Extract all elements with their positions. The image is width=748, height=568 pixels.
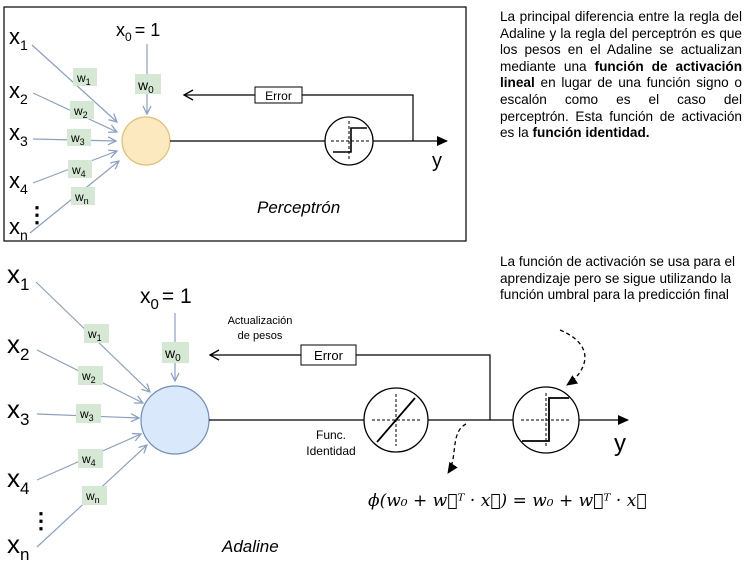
perceptron-input-x2: x2 <box>9 78 28 107</box>
perceptron-weight-bg-n <box>71 187 95 205</box>
adaline-update-label-2: de pesos <box>238 330 283 342</box>
perceptron-error-label: Error <box>265 89 292 103</box>
description-mid: La función de activación se usa para el … <box>500 254 736 303</box>
description-top-part1: La principal diferencia entre la regla d… <box>500 9 742 74</box>
perceptron-frame <box>3 6 467 242</box>
adaline-weight-w1: w1 <box>87 327 102 343</box>
perceptron-title: Perceptrón <box>257 198 340 217</box>
perceptron-weight-w2: w2 <box>73 104 88 120</box>
perceptron-bias-input: x0= 1 <box>116 20 160 44</box>
perceptron-weight-wn: wn <box>74 190 89 206</box>
adaline-vdots: ⋮ <box>30 508 52 533</box>
adaline-title: Adaline <box>221 537 279 556</box>
perceptron-input-x4: x4 <box>9 168 28 197</box>
adaline-weight-bg-n <box>82 486 107 505</box>
perceptron-input-x3: x3 <box>9 120 28 149</box>
perceptron-weight-w0: w0 <box>137 77 154 96</box>
description-top-bold1: función de activación lineal <box>500 58 743 91</box>
adaline-weight-w0: w0 <box>164 345 181 364</box>
adaline-input-xn: xn <box>7 529 29 564</box>
perceptron-weight-w3: w3 <box>70 131 85 147</box>
perceptron-weight-bg-0 <box>135 74 161 94</box>
adaline-weight-w3: w3 <box>79 407 94 423</box>
adaline-sum-node <box>140 385 210 455</box>
adaline-input-x2: x2 <box>7 329 29 364</box>
perceptron-panel: x1 x2 x3 x4 ⋮ xn x0= 1 w1 w2 w3 w4 wn w0 <box>3 6 467 243</box>
adaline-update-label-1: Actualización <box>228 315 293 327</box>
adaline-weight-wn: wn <box>85 489 100 505</box>
perceptron-weight-bg-2 <box>70 101 94 119</box>
adaline-input-x4: x4 <box>7 463 29 498</box>
adaline-func-label-1: Func. <box>316 428 346 442</box>
adaline-weight-bg-4 <box>78 449 103 468</box>
adaline-weight-bg-1 <box>84 324 109 343</box>
adaline-weight-w2: w2 <box>81 369 96 385</box>
adaline-func-label-2: Identidad <box>306 444 355 458</box>
perceptron-weight-w1: w1 <box>76 71 91 87</box>
adaline-input-x3: x3 <box>7 394 29 429</box>
perceptron-vdots: ⋮ <box>26 202 48 227</box>
adaline-step-pointer <box>559 329 586 386</box>
adaline-input-x1: x1 <box>7 259 29 294</box>
perceptron-step-activation <box>324 116 374 166</box>
adaline-formula: ϕ(w₀ + w⃗ᵀ · x⃗) = w₀ + w⃗ᵀ · x⃗ <box>368 491 647 511</box>
adaline-weight-bg-2 <box>78 366 103 385</box>
perceptron-weight-bg-1 <box>73 68 97 86</box>
description-top-bold2: función identidad. <box>532 125 650 141</box>
adaline-output-y: y <box>614 430 626 457</box>
adaline-error-label: Error <box>314 348 344 363</box>
adaline-weight-bg-3 <box>76 404 101 423</box>
adaline-error-box <box>300 344 357 366</box>
adaline-identity-activation <box>363 387 429 453</box>
adaline-step-activation <box>512 386 580 454</box>
perceptron-input-x1: x1 <box>9 24 28 53</box>
adaline-formula-pointer <box>447 423 467 474</box>
adaline-panel: x1 x2 x3 x4 ⋮ xn x0= 1 w1 w2 w3 w4 wn w0 <box>7 259 647 564</box>
perceptron-input-xn: xn <box>9 214 28 243</box>
perceptron-weight-w4: w4 <box>71 163 86 179</box>
adaline-bias-input: x0= 1 <box>140 285 192 313</box>
perceptron-weight-bg-3 <box>67 129 91 146</box>
perceptron-sum-node <box>121 116 171 166</box>
perceptron-error-box <box>254 86 303 104</box>
description-top-part2: en lugar de una función signo o escalón … <box>500 75 742 141</box>
perceptron-weight-bg-4 <box>68 160 92 178</box>
description-top: La principal diferencia entre la regla d… <box>500 9 742 142</box>
perceptron-output-y: y <box>432 150 442 172</box>
adaline-weight-w4: w4 <box>81 452 96 468</box>
adaline-weight-bg-0 <box>162 342 189 363</box>
